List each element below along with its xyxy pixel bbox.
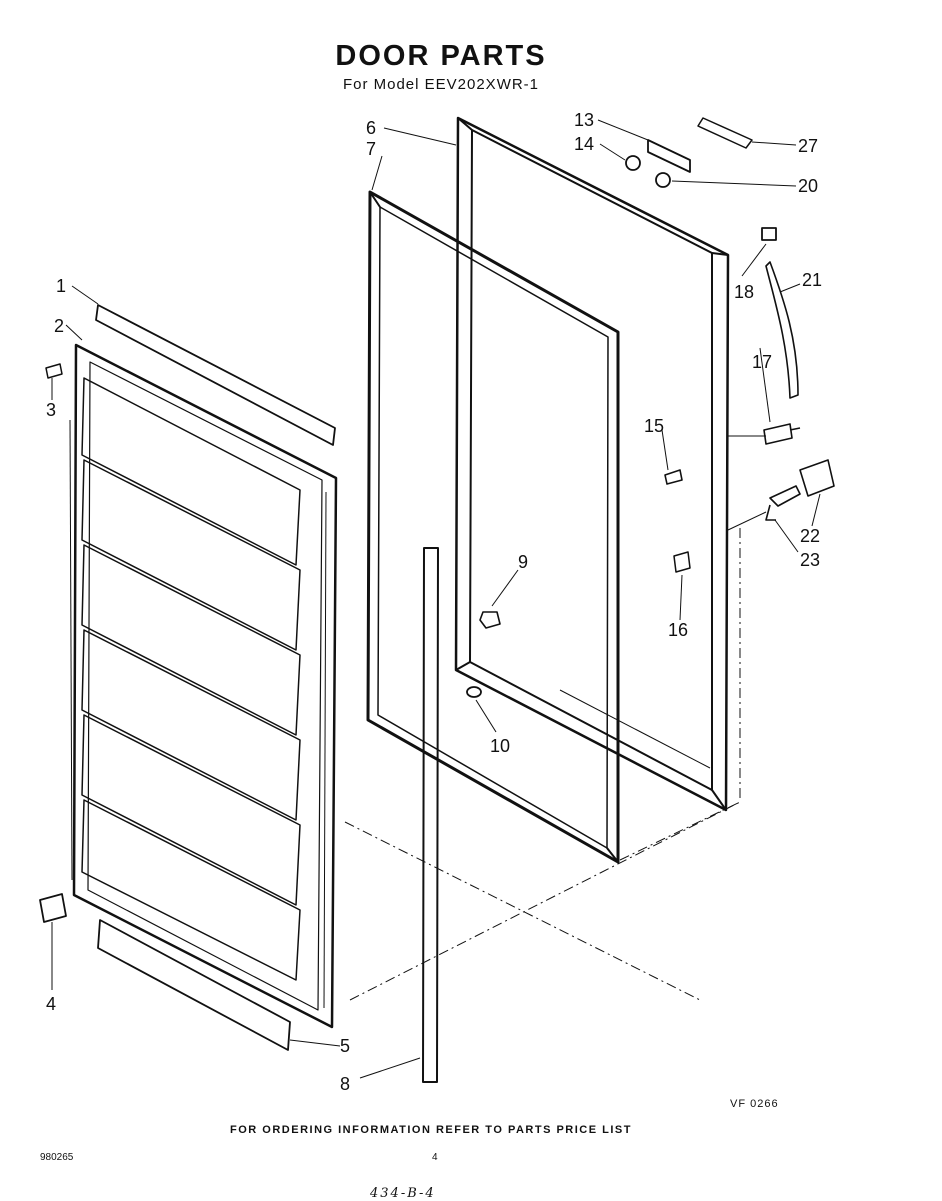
callout-14: 14	[574, 134, 594, 154]
part-16-clip	[673, 551, 691, 573]
callout-18: 18	[734, 282, 754, 302]
part-13-hinge	[647, 139, 691, 173]
part-18-cap	[761, 227, 777, 241]
part-4-handle-cap	[39, 893, 67, 923]
door-gasket	[366, 190, 620, 864]
callout-4: 4	[46, 994, 56, 1014]
callout-17: 17	[752, 352, 772, 372]
callout-9: 9	[518, 552, 528, 572]
callout-6: 6	[366, 118, 376, 138]
part-21-bracket	[765, 261, 799, 399]
part-20-bushing	[655, 172, 671, 188]
callout-1: 1	[56, 276, 66, 296]
top-trim-strip	[95, 304, 336, 446]
handwritten-annotation: 434-B-4	[370, 1186, 436, 1201]
callout-5: 5	[340, 1036, 350, 1056]
callout-15: 15	[644, 416, 664, 436]
model-subtitle: For Model EEV202XWR-1	[342, 76, 540, 93]
part-22-plate	[799, 459, 835, 497]
callout-7: 7	[366, 139, 376, 159]
callout-labels: 1 2 3 4 5 6 7 8 9 10 13 14 15 16 17 18 2…	[46, 110, 822, 1094]
breaker-strip	[422, 547, 439, 1083]
callout-3: 3	[46, 400, 56, 420]
part-27-strip	[697, 117, 753, 149]
part-3-screw	[45, 363, 63, 379]
callout-23: 23	[800, 550, 820, 570]
door-outer-panel	[454, 116, 730, 812]
callout-10: 10	[490, 736, 510, 756]
door-inner-liner	[69, 343, 338, 1029]
part-15-screw	[664, 469, 683, 485]
callout-13: 13	[574, 110, 594, 130]
document-number: 980265	[40, 1152, 74, 1163]
callout-22: 22	[800, 526, 820, 546]
part-14-bushing	[625, 155, 641, 171]
callout-16: 16	[668, 620, 688, 640]
part-9-nut	[479, 611, 501, 629]
callout-8: 8	[340, 1074, 350, 1094]
bottom-trim-strip	[97, 919, 291, 1051]
callout-27: 27	[798, 136, 818, 156]
drawing-code: VF 0266	[730, 1098, 779, 1110]
callout-21: 21	[802, 270, 822, 290]
part-10-plug	[466, 686, 482, 698]
ordering-note: FOR ORDERING INFORMATION REFER TO PARTS …	[230, 1124, 632, 1136]
alignment-lines	[344, 528, 741, 1001]
part-23-pin	[765, 485, 801, 521]
callout-20: 20	[798, 176, 818, 196]
page-number: 4	[432, 1152, 438, 1163]
callout-2: 2	[54, 316, 64, 336]
part-17-switch	[763, 423, 801, 445]
leader-lines	[51, 119, 821, 1079]
page-title: DOOR PARTS	[335, 40, 547, 72]
